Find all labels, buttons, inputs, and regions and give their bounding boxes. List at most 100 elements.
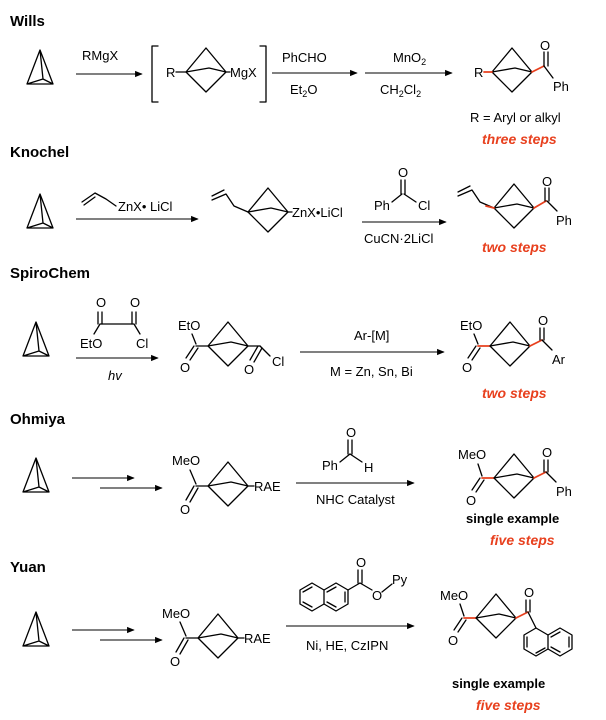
bond — [211, 189, 225, 197]
bond — [185, 345, 199, 361]
reagent-oxygen-2: O — [130, 295, 140, 310]
reagent-grignard: RMgX — [82, 48, 118, 63]
scope-note: single example — [466, 511, 559, 526]
product-methoxy: MeO — [440, 588, 468, 603]
product-carbonyl-oxygen: O — [542, 174, 552, 189]
bond — [347, 439, 353, 455]
bond — [302, 586, 346, 608]
intermediate-oxygen-1: O — [180, 360, 190, 375]
bond — [189, 469, 197, 485]
intermediate-methoxy: MeO — [172, 453, 200, 468]
product-carbonyl-oxygen: O — [540, 38, 550, 53]
step-count-wills: three steps — [482, 131, 557, 147]
allyl-group — [211, 193, 249, 213]
allyl-group — [81, 192, 117, 207]
bond — [544, 187, 550, 202]
rbond — [533, 200, 547, 209]
reagent-oxygen-1: O — [96, 295, 106, 310]
step-count-spirochem: two steps — [482, 385, 547, 401]
section-title-wills: Wills — [10, 13, 45, 30]
bond — [97, 311, 137, 325]
reagent-benzaldehyde: PhCHO — [282, 50, 327, 65]
rbond — [529, 339, 543, 347]
rbond — [485, 205, 495, 209]
bcp-ketone-product — [493, 183, 535, 229]
propellane-structure — [26, 49, 54, 85]
product-methoxy: MeO — [458, 447, 486, 462]
bond — [525, 599, 531, 613]
bond — [477, 463, 483, 477]
substituent-r: R — [166, 65, 175, 80]
section-title-knochel: Knochel — [10, 144, 69, 161]
bond — [457, 185, 471, 193]
bond — [349, 453, 363, 463]
bond — [357, 569, 363, 584]
bond — [547, 627, 573, 657]
product-ethoxy: EtO — [460, 318, 482, 333]
magnesium-halide: MgX — [230, 65, 257, 80]
bond — [347, 582, 361, 591]
rbond — [533, 471, 547, 479]
bcp-zinc-intermediate — [247, 187, 289, 233]
bond — [339, 453, 351, 463]
redox-active-ester: RAE — [254, 479, 281, 494]
allyl-group — [457, 189, 495, 209]
text-span: O — [307, 82, 317, 97]
text-span: 2 — [399, 89, 404, 99]
bond — [403, 193, 417, 203]
bond — [546, 200, 558, 212]
reagent-allylzinc: ZnX• LiCl — [118, 199, 173, 214]
bcp-ketone-product — [491, 47, 533, 93]
section-spirochem: SpiroChem O O EtO Cl hv EtO O O Cl Ar-[M… — [10, 265, 566, 401]
bcp-ketoester-product — [493, 453, 535, 499]
product-oxygen-2: O — [538, 313, 548, 328]
solvent-dichloromethane: CH2Cl2 — [380, 82, 421, 99]
acyl-phenyl: Ph — [374, 198, 390, 213]
rbond — [531, 65, 545, 73]
bracket-right — [259, 45, 267, 103]
reagent-organometallic: Ar-[M] — [354, 328, 389, 343]
section-title-spirochem: SpiroChem — [10, 265, 90, 282]
product-substituent-r: R — [474, 65, 483, 80]
intermediate-methoxy: MeO — [162, 606, 190, 621]
bond — [179, 621, 187, 637]
r-group-definition: R = Aryl or alkyl — [470, 110, 561, 125]
propellane-structure — [22, 321, 50, 357]
section-title-yuan: Yuan — [10, 559, 46, 576]
intermediate-ethoxy: EtO — [178, 318, 200, 333]
intermediate-oxygen: O — [180, 502, 190, 517]
bond — [391, 193, 403, 203]
section-title-ohmiya: Ohmiya — [10, 411, 66, 428]
product-phenyl: Ph — [553, 79, 569, 94]
bond — [541, 339, 553, 351]
propellane-structure — [26, 193, 54, 229]
step-count-ohmiya: five steps — [490, 532, 555, 548]
propellane-structure — [22, 611, 50, 647]
scope-note: single example — [452, 676, 545, 691]
bond — [459, 603, 465, 617]
ester-oxygen-2: O — [372, 588, 382, 603]
reagent-chloride: Cl — [136, 336, 148, 351]
bond — [543, 459, 549, 473]
product-oxygen-1: O — [462, 360, 472, 375]
text-span: Et — [290, 82, 303, 97]
product-oxygen-2: O — [542, 445, 552, 460]
bond — [381, 583, 393, 593]
acyl-chloride: Cl — [418, 198, 430, 213]
bcp-ketoester-product — [475, 593, 517, 639]
product-aryl: Ar — [552, 352, 566, 367]
bond — [545, 471, 557, 483]
section-yuan: Yuan MeO O RAE O O Py Ni, HE, CzIPN MeO — [10, 555, 573, 713]
product-oxygen-1: O — [466, 493, 476, 508]
copper-catalyst: CuCN·2LiCl — [364, 231, 433, 246]
intermediate-zinc-reagent: ZnX•LiCl — [292, 205, 343, 220]
text-span: 2 — [416, 89, 421, 99]
intermediate-oxygen: O — [170, 654, 180, 669]
intermediate-chloride: Cl — [272, 354, 284, 369]
bond — [175, 637, 189, 655]
bcp-ketoester-product — [489, 321, 531, 367]
nhc-catalyst: NHC Catalyst — [316, 492, 395, 507]
product-phenyl: Ph — [556, 213, 572, 228]
metal-options: M = Zn, Sn, Bi — [330, 364, 413, 379]
